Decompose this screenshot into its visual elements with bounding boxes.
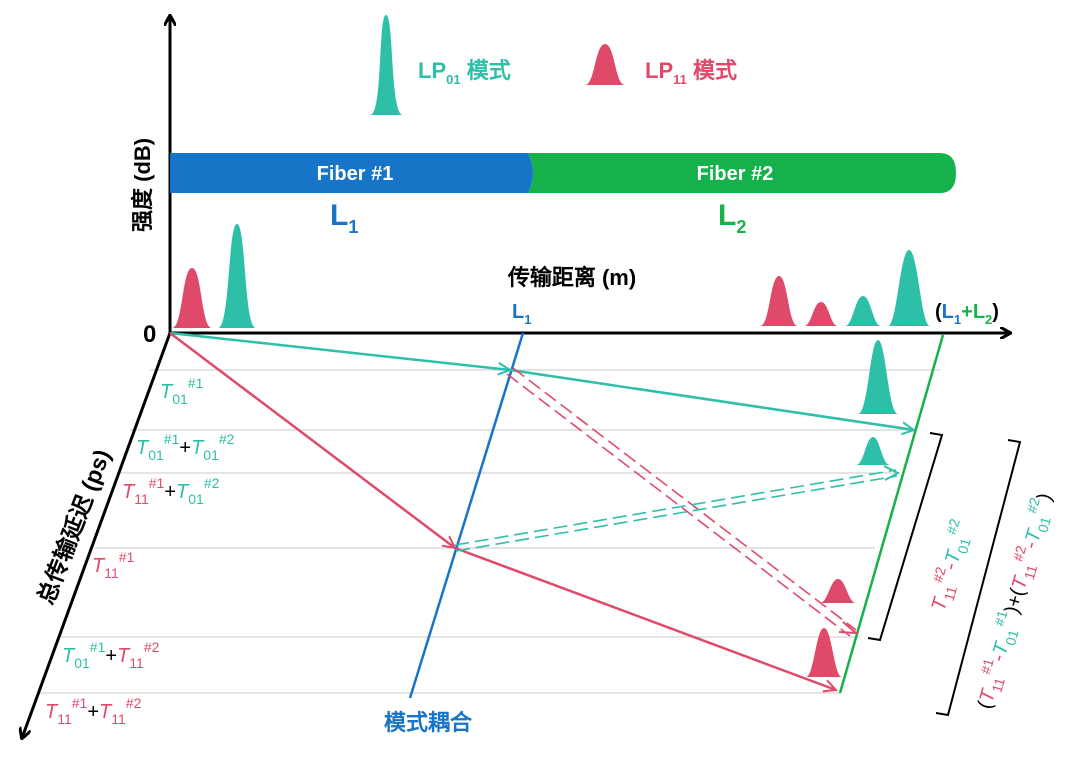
coupled-lp01-to-lp11-arrowhead <box>838 621 859 635</box>
coupled-lp11-to-lp01-arrowhead <box>883 465 901 481</box>
delay-label-t01-t11: T01#1+T11#2 <box>62 639 160 671</box>
legend-lp11-pulse <box>585 44 625 85</box>
outer-bracket-label: (T11#1-T01#1)+(T11#2-T01#2) <box>968 489 1060 712</box>
length-1-label: L1 <box>330 199 358 237</box>
delay-axis <box>22 332 172 738</box>
delay-axis-label: 总传输延迟 (ps) <box>32 446 115 608</box>
arrival-coupled-lp01-pulse <box>856 437 890 465</box>
coupled-lp01-to-lp11-arrow <box>506 367 857 637</box>
fiber-1-label: Fiber #1 <box>317 163 394 185</box>
coupled-lp11-to-lp01-arrow <box>454 469 898 552</box>
mode-coupling-label: 模式耦合 <box>384 710 473 735</box>
legend-lp01-pulse <box>370 15 403 115</box>
legend-lp11-label: LP11 模式 <box>645 58 737 87</box>
delay-label-t01-t01: T01#1+T01#2 <box>136 431 235 463</box>
l1-boundary-line <box>408 332 525 699</box>
fiber-1-end <box>520 153 533 193</box>
input-lp11-pulse <box>172 268 212 328</box>
inner-bracket-label: T11#2-T01#2 <box>922 517 978 615</box>
fiber-2-bar <box>528 153 956 193</box>
arrival-coupled-lp11-pulse <box>820 579 856 603</box>
fiber-2-label: Fiber #2 <box>697 163 774 185</box>
legend-lp01-label: LP01 模式 <box>418 58 511 87</box>
lp11-fiber2-arrow <box>454 546 836 690</box>
l1-axis-label: L1 <box>512 301 531 327</box>
fiber-1-bar <box>170 153 528 193</box>
input-lp01-pulse <box>218 224 256 328</box>
arrival-lp11-pulse <box>806 628 842 677</box>
output-pulse-3 <box>845 296 881 326</box>
end-length-label: (L1+L2) <box>935 301 999 327</box>
lp01-fiber2-arrow <box>509 368 914 430</box>
delay-label-t11-t11: T11#1+T11#2 <box>45 695 142 727</box>
lp01-fiber1-arrow <box>169 331 510 370</box>
inner-bracket <box>867 432 944 642</box>
x-axis-label: 传输距离 (m) <box>507 265 636 290</box>
arrival-lp01-pulse <box>858 340 898 414</box>
delay-grid <box>40 369 940 694</box>
output-pulse-2 <box>804 302 838 326</box>
origin-label: 0 <box>143 321 156 348</box>
delay-label-t11: T11#1 <box>92 549 135 581</box>
length-2-label: L2 <box>718 199 746 237</box>
end-boundary-line <box>838 334 945 694</box>
lp11-fiber1-arrow <box>169 332 455 548</box>
delay-label-t11-t01: T11#1+T01#2 <box>122 475 220 507</box>
y-axis-label: 强度 (dB) <box>130 138 155 232</box>
output-pulse-4 <box>888 250 930 326</box>
output-pulse-1 <box>760 276 798 326</box>
outer-bracket <box>935 439 1022 717</box>
delay-label-t01: T01#1 <box>160 375 204 407</box>
